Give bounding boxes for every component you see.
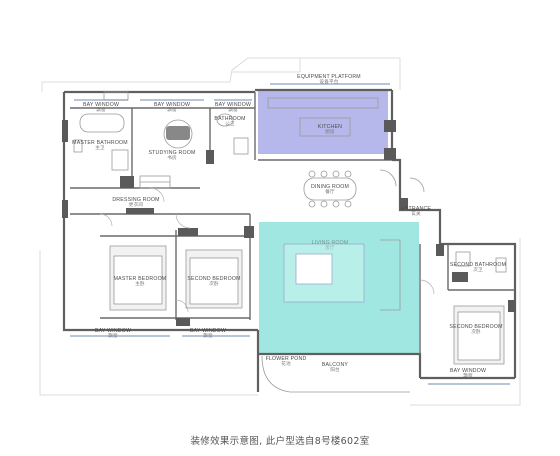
label-cn: 设备平台 — [319, 80, 339, 85]
label-en: STUDYING ROOM — [148, 150, 196, 156]
label-en: BAY WINDOW — [153, 102, 191, 108]
label-en: LIVING ROOM — [311, 240, 349, 246]
windows — [70, 83, 510, 385]
label-cn: 飘窗 — [203, 334, 213, 339]
label-cn: 飘窗 — [108, 334, 118, 339]
label-master-bathroom: MASTER BATHROOM 主卫 — [72, 140, 128, 152]
label-en: BAY WINDOW — [214, 102, 252, 108]
label-cn: 主卧 — [135, 282, 145, 287]
label-cn: 飘窗 — [96, 108, 106, 113]
door-swings — [99, 187, 435, 313]
label-cn: 飘窗 — [228, 108, 238, 113]
label-dining-room: DINING ROOM 餐厅 — [311, 184, 349, 196]
label-en: BATHROOM — [214, 116, 246, 122]
label-cn: 次卫 — [473, 268, 483, 273]
label-en: BALCONY — [321, 362, 349, 368]
label-cn: 更衣间 — [128, 203, 144, 208]
label-cn: 玄关 — [411, 212, 421, 217]
label-kitchen: KITCHEN 厨房 — [318, 124, 342, 136]
kitchen-zone — [258, 90, 388, 154]
label-cn: 客厅 — [325, 246, 335, 251]
label-cn: 主卫 — [95, 146, 105, 151]
columns — [62, 120, 516, 326]
label-en: DRESSING ROOM — [112, 197, 160, 203]
label-cn: 阳台 — [330, 368, 340, 373]
label-en: BAY WINDOW — [94, 328, 132, 334]
label-bay-window-1: BAY WINDOW 飘窗 — [83, 102, 119, 114]
label-cn: 次卧 — [471, 330, 481, 335]
label-cn: 飘窗 — [463, 374, 473, 379]
label-studying-room: STUDYING ROOM 书房 — [149, 150, 196, 162]
label-second-bedroom-2: SECOND BEDROOM 次卧 — [449, 324, 502, 336]
label-en: FLOWER POND — [265, 356, 307, 362]
label-en: KITCHEN — [317, 124, 343, 130]
furniture — [73, 91, 507, 393]
label-en: BAY WINDOW — [189, 328, 227, 334]
label-balcony: BALCONY 阳台 — [322, 362, 348, 374]
label-bathroom: BATHROOM 公卫 — [214, 116, 245, 128]
label-en: BAY WINDOW — [449, 368, 487, 374]
label-equipment-platform: EQUIPMENT PLATFORM 设备平台 — [297, 74, 361, 86]
label-entrance: ENTRANCE 玄关 — [401, 206, 431, 218]
label-cn: 飘窗 — [167, 108, 177, 113]
label-bay-window-3: BAY WINDOW 飘窗 — [215, 102, 251, 114]
label-bay-window-6: BAY WINDOW 飘窗 — [450, 368, 486, 380]
label-en: DINING ROOM — [311, 184, 349, 190]
label-second-bedroom-1: SECOND BEDROOM 次卧 — [187, 276, 240, 288]
label-cn: 书房 — [167, 156, 177, 161]
label-cn: 公卫 — [225, 122, 235, 127]
label-en: EQUIPMENT PLATFORM — [297, 74, 361, 80]
label-bay-window-4: BAY WINDOW 飘窗 — [95, 328, 131, 340]
label-second-bathroom: SECOND BATHROOM 次卫 — [450, 262, 506, 274]
plan-caption: 装修效果示意图, 此户型选自8号楼602室 — [190, 436, 370, 447]
label-cn: 次卧 — [209, 282, 219, 287]
label-en: SECOND BEDROOM — [449, 324, 503, 330]
label-en: SECOND BATHROOM — [449, 262, 507, 268]
label-living-room: LIVING ROOM 客厅 — [312, 240, 349, 252]
label-en: SECOND BEDROOM — [187, 276, 241, 282]
label-master-bedroom: MASTER BEDROOM 主卧 — [114, 276, 167, 288]
label-bay-window-2: BAY WINDOW 飘窗 — [154, 102, 190, 114]
label-en: MASTER BATHROOM — [72, 140, 128, 146]
label-cn: 厨房 — [325, 130, 335, 135]
label-cn: 餐厅 — [325, 190, 335, 195]
label-en: BAY WINDOW — [82, 102, 120, 108]
label-en: MASTER BEDROOM — [113, 276, 167, 282]
label-en: ENTRANCE — [400, 206, 432, 212]
label-dressing-room: DRESSING ROOM 更衣间 — [112, 197, 159, 209]
label-cn: 花池 — [281, 362, 291, 367]
terrace-outline — [39, 57, 521, 406]
label-bay-window-5: BAY WINDOW 飘窗 — [190, 328, 226, 340]
label-flower-pond: FLOWER POND 花池 — [266, 356, 307, 368]
